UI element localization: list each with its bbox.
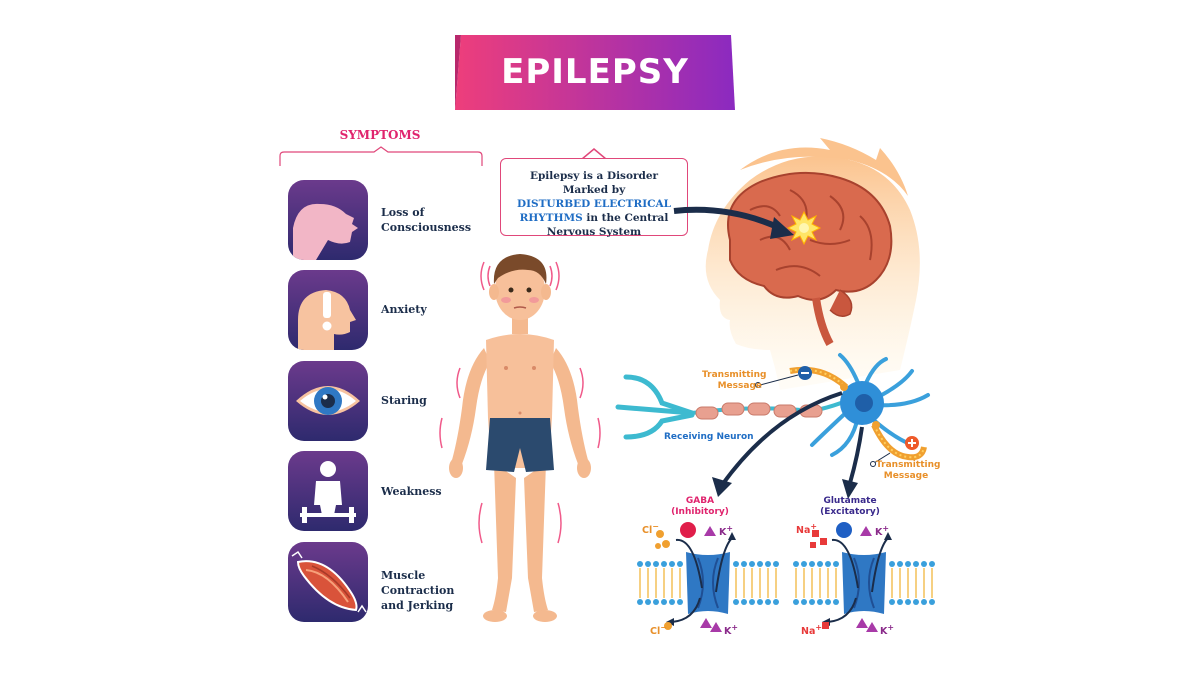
- label-line: GABA: [685, 496, 715, 506]
- info-text: Nervous System: [546, 226, 642, 238]
- ion-symbol: Na: [796, 525, 811, 537]
- info-text: in the Central: [582, 212, 669, 224]
- symptom-text: Staring: [381, 394, 427, 407]
- head-with-brain: [705, 138, 920, 390]
- symptom-tile-staring: [288, 361, 368, 441]
- label-line: (Inhibitory): [671, 507, 729, 517]
- symptom-label-staring: Staring: [381, 393, 501, 408]
- cell-membrane: [793, 561, 935, 605]
- banner-shape: [455, 35, 735, 110]
- ion-symbol: K: [719, 527, 727, 539]
- symptoms-heading: SYMPTOMS: [339, 128, 421, 142]
- muscle-icon: [288, 542, 368, 622]
- glutamate-label: Glutamate (Excitatory): [800, 496, 900, 518]
- ion-charge: −: [660, 623, 667, 632]
- info-highlight: RHYTHMS: [519, 212, 583, 224]
- label-line: Glutamate: [823, 496, 877, 506]
- symptom-tile-consciousness: [288, 180, 368, 260]
- potassium-ion-label-bottom-2: K+: [880, 623, 894, 637]
- neuron-diagram: [615, 353, 930, 499]
- symptom-label-weakness: Weakness: [381, 484, 501, 499]
- ion-charge: +: [815, 623, 822, 632]
- exclamation-head-icon: [288, 270, 368, 350]
- ion-charge: −: [652, 522, 659, 531]
- symptom-label-anxiety: Anxiety: [381, 302, 501, 317]
- label-line: Transmitting: [876, 460, 941, 470]
- label-line: Message: [883, 471, 929, 481]
- sodium-ion-label-top: Na+: [796, 522, 817, 536]
- info-pointer: [582, 148, 606, 160]
- chloride-ion-label-top: Cl−: [642, 522, 659, 536]
- ion-charge: +: [887, 623, 894, 632]
- eye-icon: [288, 361, 368, 441]
- potassium-ion-label-bottom: K+: [724, 623, 738, 637]
- ion-charge: +: [731, 623, 738, 632]
- cell-membrane: [637, 561, 779, 605]
- info-box: Epilepsy is a Disorder Marked by DISTURB…: [500, 158, 688, 238]
- label-line: (Excitatory): [820, 507, 880, 517]
- gaba-ion-channel: [637, 522, 779, 632]
- info-highlight: DISTURBED ELECTRICAL: [516, 198, 672, 210]
- ion-symbol: K: [724, 626, 732, 638]
- ion-charge: +: [882, 524, 889, 533]
- ion-symbol: K: [875, 527, 883, 539]
- ion-symbol: Cl: [650, 626, 661, 638]
- symptom-tile-muscle: [288, 542, 368, 622]
- symptom-label-muscle: Muscle Contraction and Jerking: [381, 568, 501, 613]
- potassium-ion-label-top-2: K+: [875, 524, 889, 538]
- label-line: Message: [717, 381, 762, 391]
- transmitting-message-label-1: Transmitting Message: [702, 370, 767, 392]
- chloride-ion-label-bottom: Cl−: [650, 623, 667, 637]
- symptom-text: Anxiety: [381, 303, 427, 316]
- ion-charge: +: [810, 522, 817, 531]
- symptoms-bracket: [279, 146, 483, 166]
- symptom-text: Consciousness: [381, 221, 472, 234]
- symptom-tile-anxiety: [288, 270, 368, 350]
- symptom-label-consciousness: Loss of Consciousness: [381, 205, 501, 235]
- ion-symbol: Cl: [642, 525, 653, 537]
- symptom-text: Muscle Contraction: [381, 569, 455, 597]
- ion-symbol: Na: [801, 626, 816, 638]
- symptom-text: Loss of: [381, 206, 425, 219]
- transmitting-neuron: [810, 353, 930, 457]
- sodium-ion-label-bottom: Na+: [801, 623, 822, 637]
- symptom-text: Weakness: [381, 485, 442, 498]
- glutamate-ion-channel: [793, 522, 935, 632]
- potassium-ion-label-top: K+: [719, 524, 733, 538]
- label-line: Transmitting: [702, 370, 767, 380]
- ion-symbol: K: [880, 626, 888, 638]
- transmitting-message-label-2: Transmitting Message: [876, 460, 941, 482]
- spark-icon: [786, 210, 822, 246]
- tremor-marks: [439, 261, 601, 544]
- symptom-tile-weakness: [288, 451, 368, 531]
- info-text: Epilepsy is a Disorder Marked by: [529, 170, 659, 196]
- title-banner: EPILEPSY: [455, 35, 735, 110]
- receiving-neuron-label: Receiving Neuron: [664, 432, 754, 442]
- receiving-neuron-terminals: [615, 374, 695, 440]
- symptom-text: and Jerking: [381, 599, 454, 612]
- unconscious-head-icon: [288, 180, 368, 260]
- info-arrow: [673, 206, 794, 239]
- ion-charge: +: [726, 524, 733, 533]
- boy-figure: [439, 254, 601, 622]
- gaba-label: GABA (Inhibitory): [660, 496, 740, 518]
- weak-person-icon: [288, 451, 368, 531]
- page-title: EPILEPSY: [501, 52, 689, 92]
